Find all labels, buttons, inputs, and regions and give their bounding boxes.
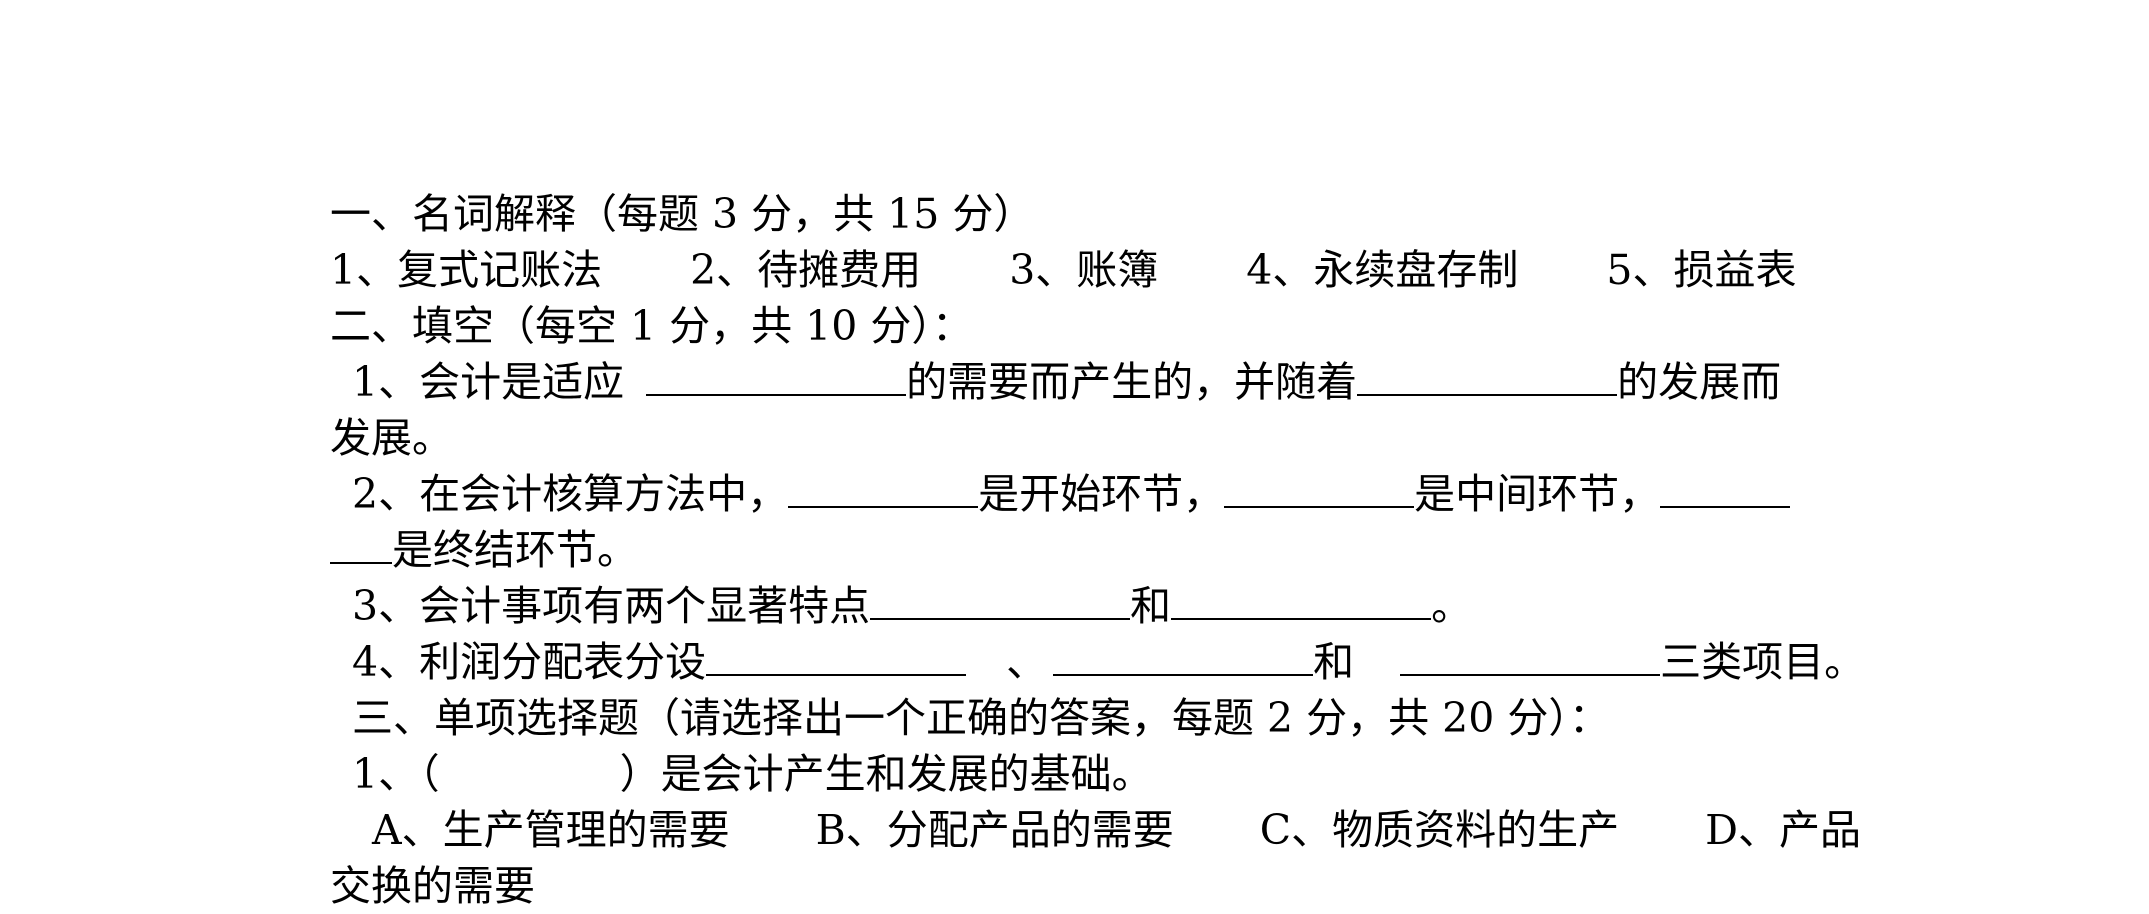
option-b: B、分配产品的需要 xyxy=(815,806,1174,854)
terms-line: 1、复式记账法 2、待摊费用 3、账簿 4、永续盘存制 5、损益表 xyxy=(330,242,1796,298)
choice-q1-text: ）是会计产生和发展的基础。 xyxy=(619,750,1153,798)
fill-q1-text-b: 的需要而产生的，并随着 xyxy=(906,358,1358,406)
fill-q2-text-c: 是中间环节， xyxy=(1414,470,1661,518)
term-4: 4、永续盘存制 xyxy=(1246,246,1519,294)
fill-q2-line: 2、在会计核算方法中， 是开始环节， 是中间环节， xyxy=(352,466,1791,522)
fill-q3-line: 3、会计事项有两个显著特点 和 。 xyxy=(352,578,1472,634)
fill-q4-text-a: 4、利润分配表分设 xyxy=(352,638,707,686)
options-line: A、生产管理的需要 B、分配产品的需要 C、物质资料的生产 D、产品 xyxy=(372,802,1861,858)
fill-blank[interactable] xyxy=(1400,636,1661,676)
fill-blank[interactable] xyxy=(1171,580,1432,620)
term-1: 1、复式记账法 xyxy=(330,246,603,294)
fill-q4-text-b: 、 xyxy=(1006,638,1048,686)
option-a: A、生产管理的需要 xyxy=(372,806,730,854)
term-5: 5、损益表 xyxy=(1606,246,1797,294)
option-d: D、产品 xyxy=(1705,806,1861,854)
choice-q1-line: 1、（ ）是会计产生和发展的基础。 xyxy=(352,746,1153,802)
fill-q1-text-c: 的发展而 xyxy=(1617,358,1782,406)
fill-q1-continuation: 发展。 xyxy=(330,414,453,462)
section1-heading: 一、名词解释（每题 3 分，共 15 分） xyxy=(330,190,1035,238)
fill-blank[interactable] xyxy=(1053,636,1314,676)
fill-q1-line: 1、会计是适应 的需要而产生的，并随着 的发展而 xyxy=(352,354,1781,410)
option-c: C、物质资料的生产 xyxy=(1259,806,1620,854)
fill-blank[interactable] xyxy=(706,636,967,676)
term-3: 3、账簿 xyxy=(1009,246,1159,294)
fill-blank[interactable] xyxy=(870,580,1131,620)
fill-blank[interactable] xyxy=(1357,356,1618,396)
section2-heading: 二、填空（每空 1 分，共 10 分）： xyxy=(330,302,973,350)
fill-q1-text-a: 1、会计是适应 xyxy=(352,358,625,406)
fill-q2-text-a: 2、在会计核算方法中， xyxy=(352,470,789,518)
fill-q2-continuation: 是终结环节。 xyxy=(330,522,638,578)
choice-q1-number: 1、（ xyxy=(352,750,440,798)
fill-blank[interactable] xyxy=(646,356,907,396)
options-continuation: 交换的需要 xyxy=(330,862,535,910)
fill-q3-text-c: 。 xyxy=(1431,582,1473,630)
fill-q2-text-d: 是终结环节。 xyxy=(392,526,638,574)
fill-q3-text-b: 和 xyxy=(1130,582,1172,630)
fill-q4-text-c: 和 xyxy=(1313,638,1355,686)
fill-blank[interactable] xyxy=(1660,468,1791,508)
fill-q4-text-d: 三类项目。 xyxy=(1660,638,1866,686)
section3-heading: 三、单项选择题（请选择出一个正确的答案，每题 2 分，共 20 分）： xyxy=(352,694,1610,742)
fill-blank[interactable] xyxy=(788,468,979,508)
fill-blank[interactable] xyxy=(330,524,392,564)
fill-q4-line: 4、利润分配表分设 、 和 三类项目。 xyxy=(352,634,1865,690)
term-2: 2、待摊费用 xyxy=(690,246,922,294)
fill-blank[interactable] xyxy=(1224,468,1415,508)
fill-q2-text-b: 是开始环节， xyxy=(978,470,1225,518)
fill-q3-text-a: 3、会计事项有两个显著特点 xyxy=(352,582,871,630)
